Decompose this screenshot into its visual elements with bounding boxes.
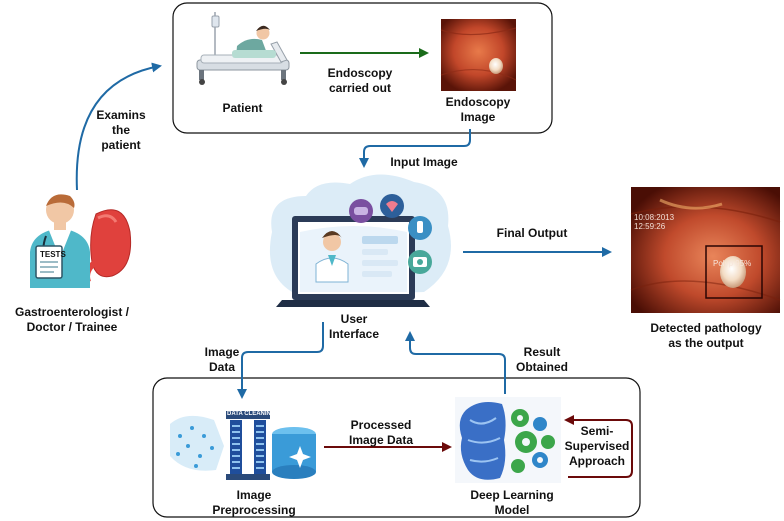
input-image-label: Input Image <box>390 155 458 169</box>
result-obtained-label: Result Obtained <box>515 345 568 374</box>
preprocessing-label: Image Preprocessing <box>212 488 296 517</box>
deep-learning-label: Deep Learning Model <box>470 488 554 517</box>
detection-label: Polyp 95% <box>713 259 752 268</box>
doctor-illustration <box>30 194 132 288</box>
deep-learning-illustration <box>455 397 561 483</box>
arrow-semi-supervised <box>564 415 633 478</box>
doctor-label: Gastroenterologist / Doctor / Trainee <box>14 305 130 334</box>
data-cleaning-text: DATA CLEANING <box>227 411 276 417</box>
preprocessing-illustration <box>170 411 316 480</box>
ui-label: User Interface <box>328 312 380 341</box>
endoscopy-image-label: Endoscopy Image <box>445 95 511 124</box>
endoscopy-image <box>440 19 517 91</box>
semi-supervised-label: Semi- Supervised Approach <box>564 424 630 468</box>
detection-bounding-box <box>705 245 763 299</box>
arrow-result-obtained <box>405 331 506 394</box>
ui-laptop-illustration <box>269 174 451 307</box>
clipboard-text: TESTS <box>40 250 66 259</box>
image-data-label: Image Data <box>204 345 240 374</box>
endoscopy-label: Endoscopy carried out <box>327 66 393 95</box>
patient-label: Patient <box>222 101 263 115</box>
output-label: Detected pathology as the output <box>650 321 762 350</box>
arrow-examines <box>75 62 162 191</box>
patient-bed-icon <box>196 12 290 85</box>
arrow-input-image <box>359 129 471 168</box>
image-overlay-text: 10:08:2013 12:59:26 <box>634 213 675 231</box>
final-output-label: Final Output <box>496 226 568 240</box>
examines-label: Examins the patient <box>96 108 146 152</box>
detected-pathology-image <box>630 187 781 313</box>
arrow-image-data <box>237 322 324 399</box>
processed-data-label: Processed Image Data <box>348 418 414 447</box>
